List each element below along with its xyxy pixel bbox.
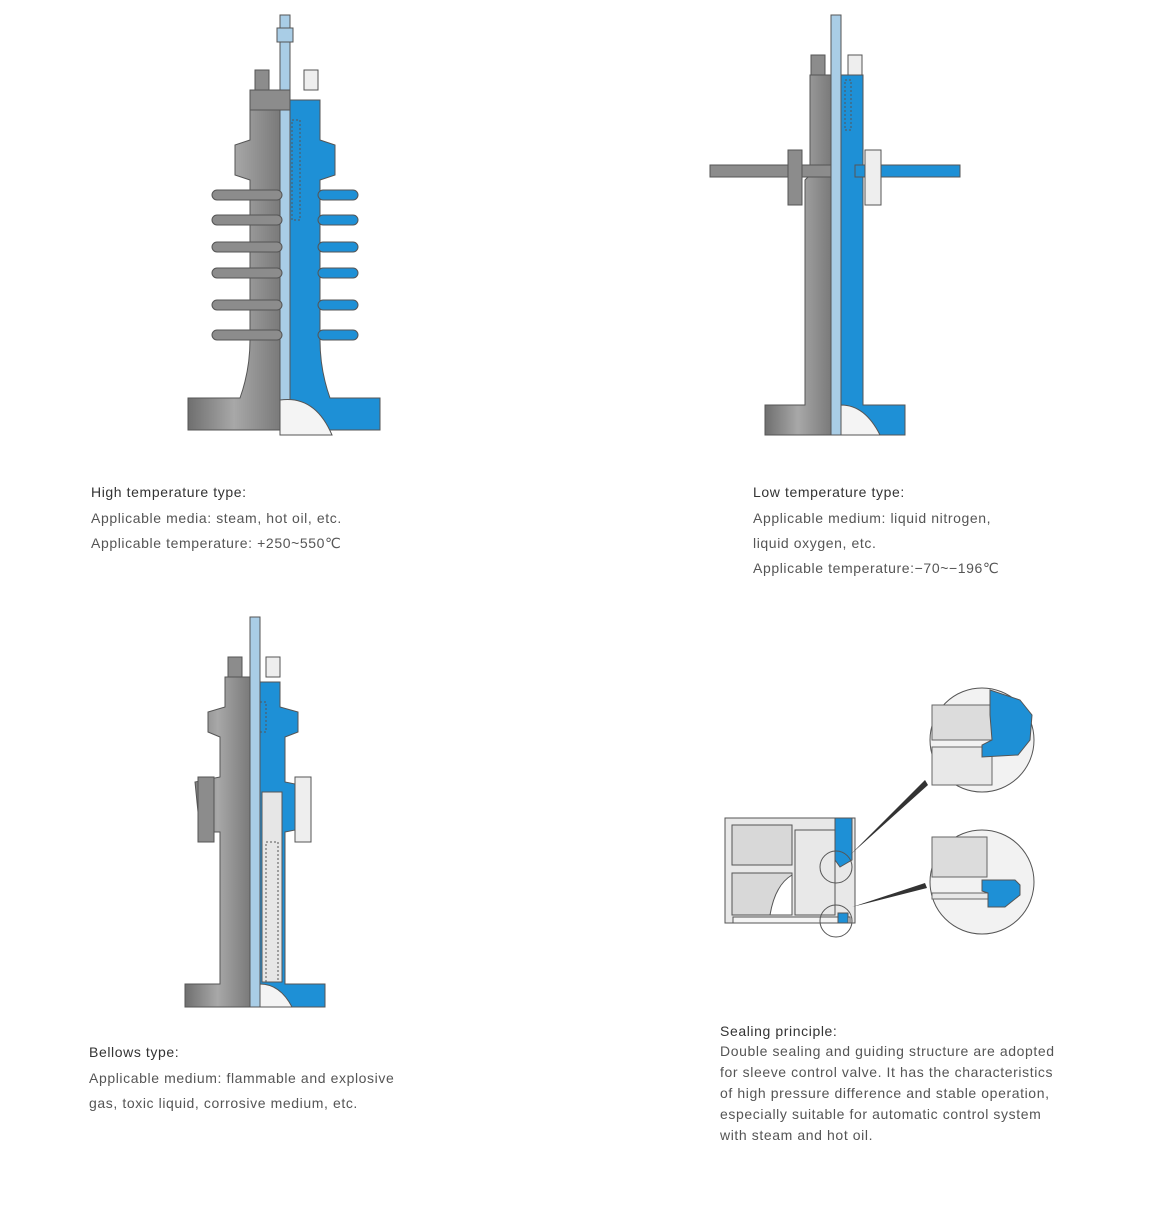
- sealing-principle-description: Sealing principle: Double sealing and gu…: [720, 1023, 1055, 1146]
- sealing-line-2: for sleeve control valve. It has the cha…: [720, 1064, 1054, 1080]
- low-temperature-description: Low temperature type: Applicable medium:…: [753, 484, 999, 581]
- sealing-line-3: of high pressure difference and stable o…: [720, 1085, 1050, 1101]
- bellows-media-1: Applicable medium: flammable and explosi…: [89, 1070, 395, 1086]
- high-temperature-valve-figure: [180, 10, 390, 442]
- high-temperature-heading: High temperature type:: [91, 484, 247, 500]
- high-temperature-range: Applicable temperature: +250~550℃: [91, 535, 342, 551]
- low-temperature-valve-figure: [705, 10, 965, 440]
- low-temperature-heading: Low temperature type:: [753, 484, 905, 500]
- sealing-principle-figure: [720, 685, 1040, 940]
- bellows-valve-figure: [180, 612, 330, 1017]
- low-temperature-range: Applicable temperature:−70~−196℃: [753, 560, 1000, 576]
- sealing-line-4: especially suitable for automatic contro…: [720, 1106, 1042, 1122]
- bellows-description: Bellows type: Applicable medium: flammab…: [89, 1044, 394, 1116]
- high-temperature-media: Applicable media: steam, hot oil, etc.: [91, 510, 342, 526]
- sealing-heading: Sealing principle:: [720, 1023, 838, 1039]
- bellows-heading: Bellows type:: [89, 1044, 180, 1060]
- bellows-media-2: gas, toxic liquid, corrosive medium, etc…: [89, 1095, 358, 1111]
- sealing-line-1: Double sealing and guiding structure are…: [720, 1043, 1055, 1059]
- low-temperature-media-1: Applicable medium: liquid nitrogen,: [753, 510, 992, 526]
- high-temperature-description: High temperature type: Applicable media:…: [91, 484, 342, 556]
- sealing-line-5: with steam and hot oil.: [720, 1127, 874, 1143]
- low-temperature-media-2: liquid oxygen, etc.: [753, 535, 877, 551]
